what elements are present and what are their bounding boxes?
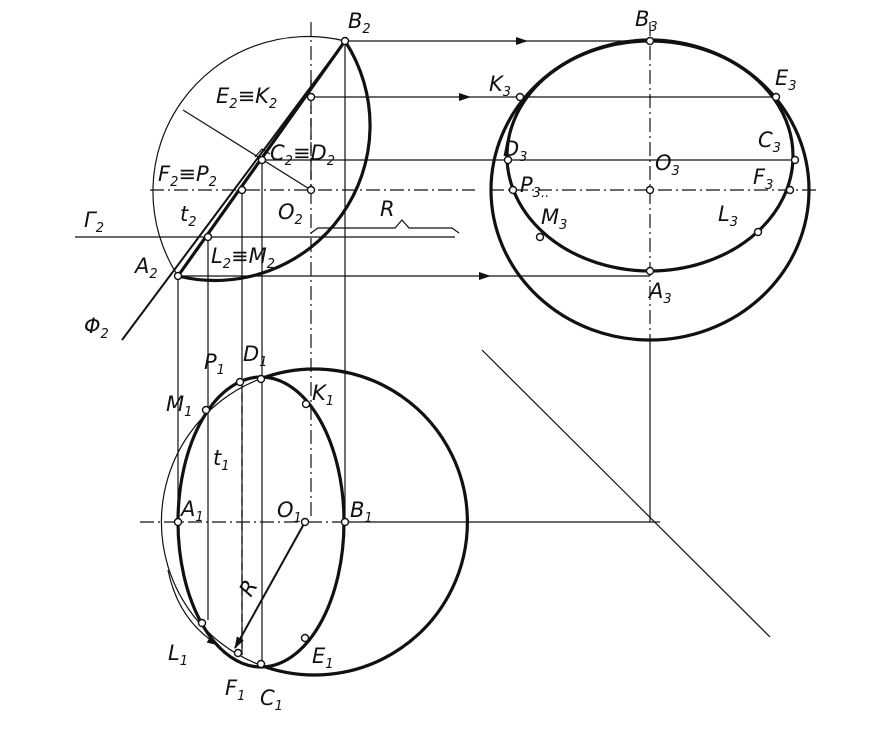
label-f3: F3	[753, 165, 773, 193]
label-c2d2: C2≡D2	[270, 141, 335, 169]
label-g2: Γ2	[84, 208, 104, 236]
point-b2	[340, 36, 350, 46]
perpendicular-line	[182, 109, 312, 191]
label-c3: C3	[758, 128, 781, 156]
top-arc-arrow	[167, 569, 219, 646]
point-a3	[645, 266, 655, 276]
point-p1	[235, 377, 245, 387]
point-c3	[790, 155, 800, 165]
point-f3	[785, 185, 795, 195]
label-t1: t1	[213, 446, 230, 474]
point-labels: B2E2≡K2C2≡D2F2≡P2O2t2RΓ2L2≡M2A2Φ2B3K3E3C…	[84, 7, 797, 714]
point-k1	[301, 399, 311, 409]
point-l1	[197, 618, 207, 628]
point-a1	[173, 517, 183, 527]
label-b1: B1	[350, 498, 373, 526]
label-e3: E3	[775, 66, 797, 94]
point-f1	[233, 648, 243, 658]
radius-dimension-brace	[310, 219, 460, 234]
label-d1: D1	[243, 342, 267, 370]
label-k1: K1	[312, 381, 334, 409]
top-radius-line	[234, 521, 306, 649]
label-e2k2: E2≡K2	[216, 84, 277, 112]
point-l2	[203, 232, 213, 242]
point-f2	[237, 185, 247, 195]
label-r_bottom: R	[234, 576, 262, 601]
point-e1	[300, 633, 310, 643]
label-o2: O2	[278, 200, 303, 228]
label-p1: P1	[204, 350, 225, 378]
label-o3: O3	[655, 151, 680, 179]
point-o2	[306, 185, 316, 195]
point-d1	[256, 374, 266, 384]
label-r_top: R	[380, 197, 395, 221]
side-view	[345, 22, 820, 638]
point-e2	[306, 92, 316, 102]
point-e3	[771, 92, 781, 102]
point-b3	[645, 36, 655, 46]
front-sphere-outline-thin	[152, 35, 346, 277]
label-m3: M3	[541, 205, 567, 233]
point-p3	[508, 185, 518, 195]
front-view	[75, 22, 795, 665]
point-a2	[173, 271, 183, 281]
label-t2: t2	[180, 202, 197, 230]
point-o1	[300, 517, 310, 527]
point-c1	[256, 659, 266, 669]
point-m3	[535, 232, 545, 242]
top-sphere-outline-thick	[259, 367, 470, 677]
label-a3: A3	[647, 279, 672, 307]
label-l1: L1	[168, 641, 188, 669]
point-k3	[515, 92, 525, 102]
point-b1	[340, 517, 350, 527]
point-c2	[257, 155, 267, 165]
label-p3: P3..	[520, 173, 549, 201]
construction-45-line	[481, 349, 771, 638]
top-view	[140, 367, 470, 677]
point-m1	[201, 405, 211, 415]
label-b2: B2	[348, 9, 371, 37]
label-f1: F1	[225, 676, 245, 704]
label-f2p2: F2≡P2	[158, 162, 217, 190]
label-e1: E1	[312, 644, 334, 672]
label-d3: D3	[503, 137, 527, 165]
point-l3	[753, 227, 763, 237]
label-a1: A1	[179, 497, 204, 525]
label-k3: K3	[489, 72, 511, 100]
right-angle-mark	[254, 148, 271, 158]
front-sphere-outline-thick	[177, 40, 372, 283]
point-d3	[503, 155, 513, 165]
label-c1: C1	[260, 686, 283, 714]
label-a2: A2	[133, 254, 158, 282]
label-o1: O1	[277, 498, 302, 526]
label-m1: M1	[166, 392, 192, 420]
point-o3	[645, 185, 655, 195]
label-phi2: Φ2	[84, 314, 109, 342]
label-l2m2: L2≡M2	[211, 244, 275, 272]
label-l3: L3	[718, 202, 738, 230]
label-b3: B3	[635, 7, 658, 35]
